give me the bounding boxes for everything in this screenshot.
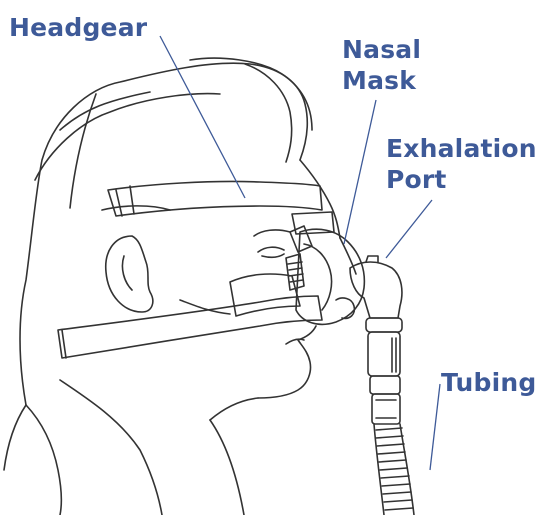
nasal-mask-label-line1: Nasal — [342, 34, 421, 65]
tubing-hose — [374, 424, 414, 515]
headgear-leader-line — [160, 36, 245, 198]
exhalation-port-label-line2: Port — [386, 164, 537, 195]
headgear-label-text: Headgear — [9, 12, 147, 43]
tubing-label: Tubing — [441, 367, 536, 398]
head-outline — [20, 63, 307, 405]
headgear-lower-strap — [58, 296, 322, 358]
mouth-chin — [258, 326, 316, 398]
swivel-connector — [366, 318, 402, 332]
headgear-top-strap — [108, 181, 322, 216]
eye — [258, 247, 284, 257]
exhalation-port-label: Exhalation Port — [386, 133, 537, 195]
nasal-mask-label: Nasal Mask — [342, 34, 421, 96]
ear — [106, 236, 153, 312]
neck-shoulders — [210, 420, 244, 515]
nasal-mask-label-line2: Mask — [342, 65, 421, 96]
exhalation-port-leader-line — [386, 200, 432, 258]
exhalation-port-label-line1: Exhalation — [386, 133, 537, 164]
tubing-leader-line — [430, 384, 440, 470]
elbow-connector — [350, 262, 402, 318]
tubing-label-text: Tubing — [441, 367, 536, 398]
nasal-mask-leader-line — [344, 100, 376, 244]
headgear-label: Headgear — [9, 12, 147, 43]
